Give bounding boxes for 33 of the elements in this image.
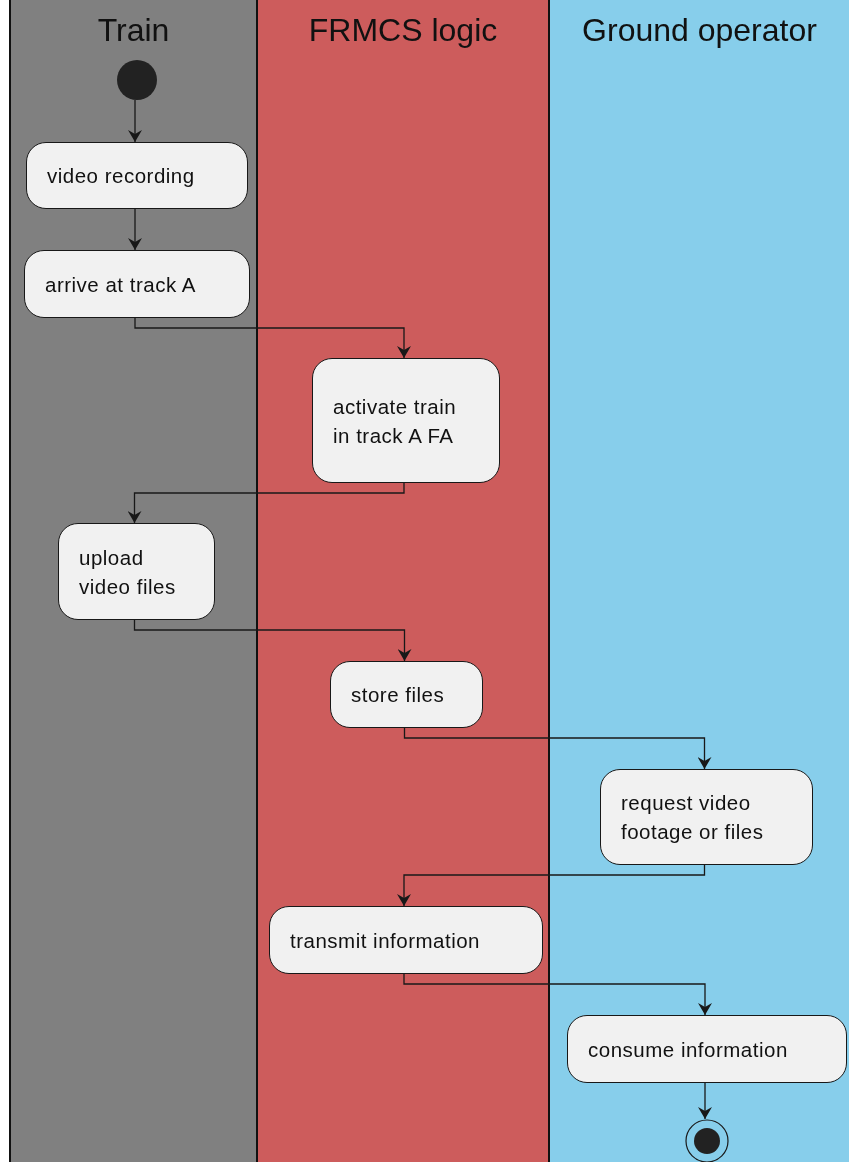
activity-box	[312, 358, 500, 483]
arrow	[134, 317, 411, 359]
activity-label: transmit information	[290, 927, 480, 954]
activity-label: request video footage or files	[621, 790, 765, 845]
arrow	[403, 727, 712, 770]
activity-box	[600, 769, 813, 865]
activity-label: arrive at track A	[45, 271, 196, 298]
end-node	[685, 1119, 729, 1162]
activity-box	[26, 142, 248, 209]
swimlane	[9, 0, 256, 1162]
arrow	[127, 482, 405, 524]
activity-label: activate train in track A FA	[333, 393, 458, 449]
swimlane	[256, 0, 548, 1162]
activity-label: consume information	[588, 1036, 788, 1063]
arrow	[403, 973, 712, 1016]
activity-box	[58, 523, 215, 620]
activity-box	[567, 1015, 847, 1083]
activity-box	[24, 250, 250, 318]
arrow	[397, 864, 706, 907]
arrow	[128, 208, 142, 251]
arrow	[128, 99, 142, 143]
swimlane	[548, 0, 849, 1162]
activity-box	[269, 906, 543, 974]
arrow	[698, 1082, 712, 1120]
arrow	[133, 619, 412, 662]
lane-title: Ground operator	[581, 12, 818, 49]
lane-title: Train	[96, 12, 171, 49]
activity-label: store files	[351, 682, 445, 708]
start-node	[117, 60, 157, 100]
activity-label: video recording	[47, 163, 195, 189]
activity-label: upload video files	[79, 544, 177, 600]
activity-box	[330, 661, 483, 728]
lane-title: FRMCS logic	[307, 12, 499, 49]
